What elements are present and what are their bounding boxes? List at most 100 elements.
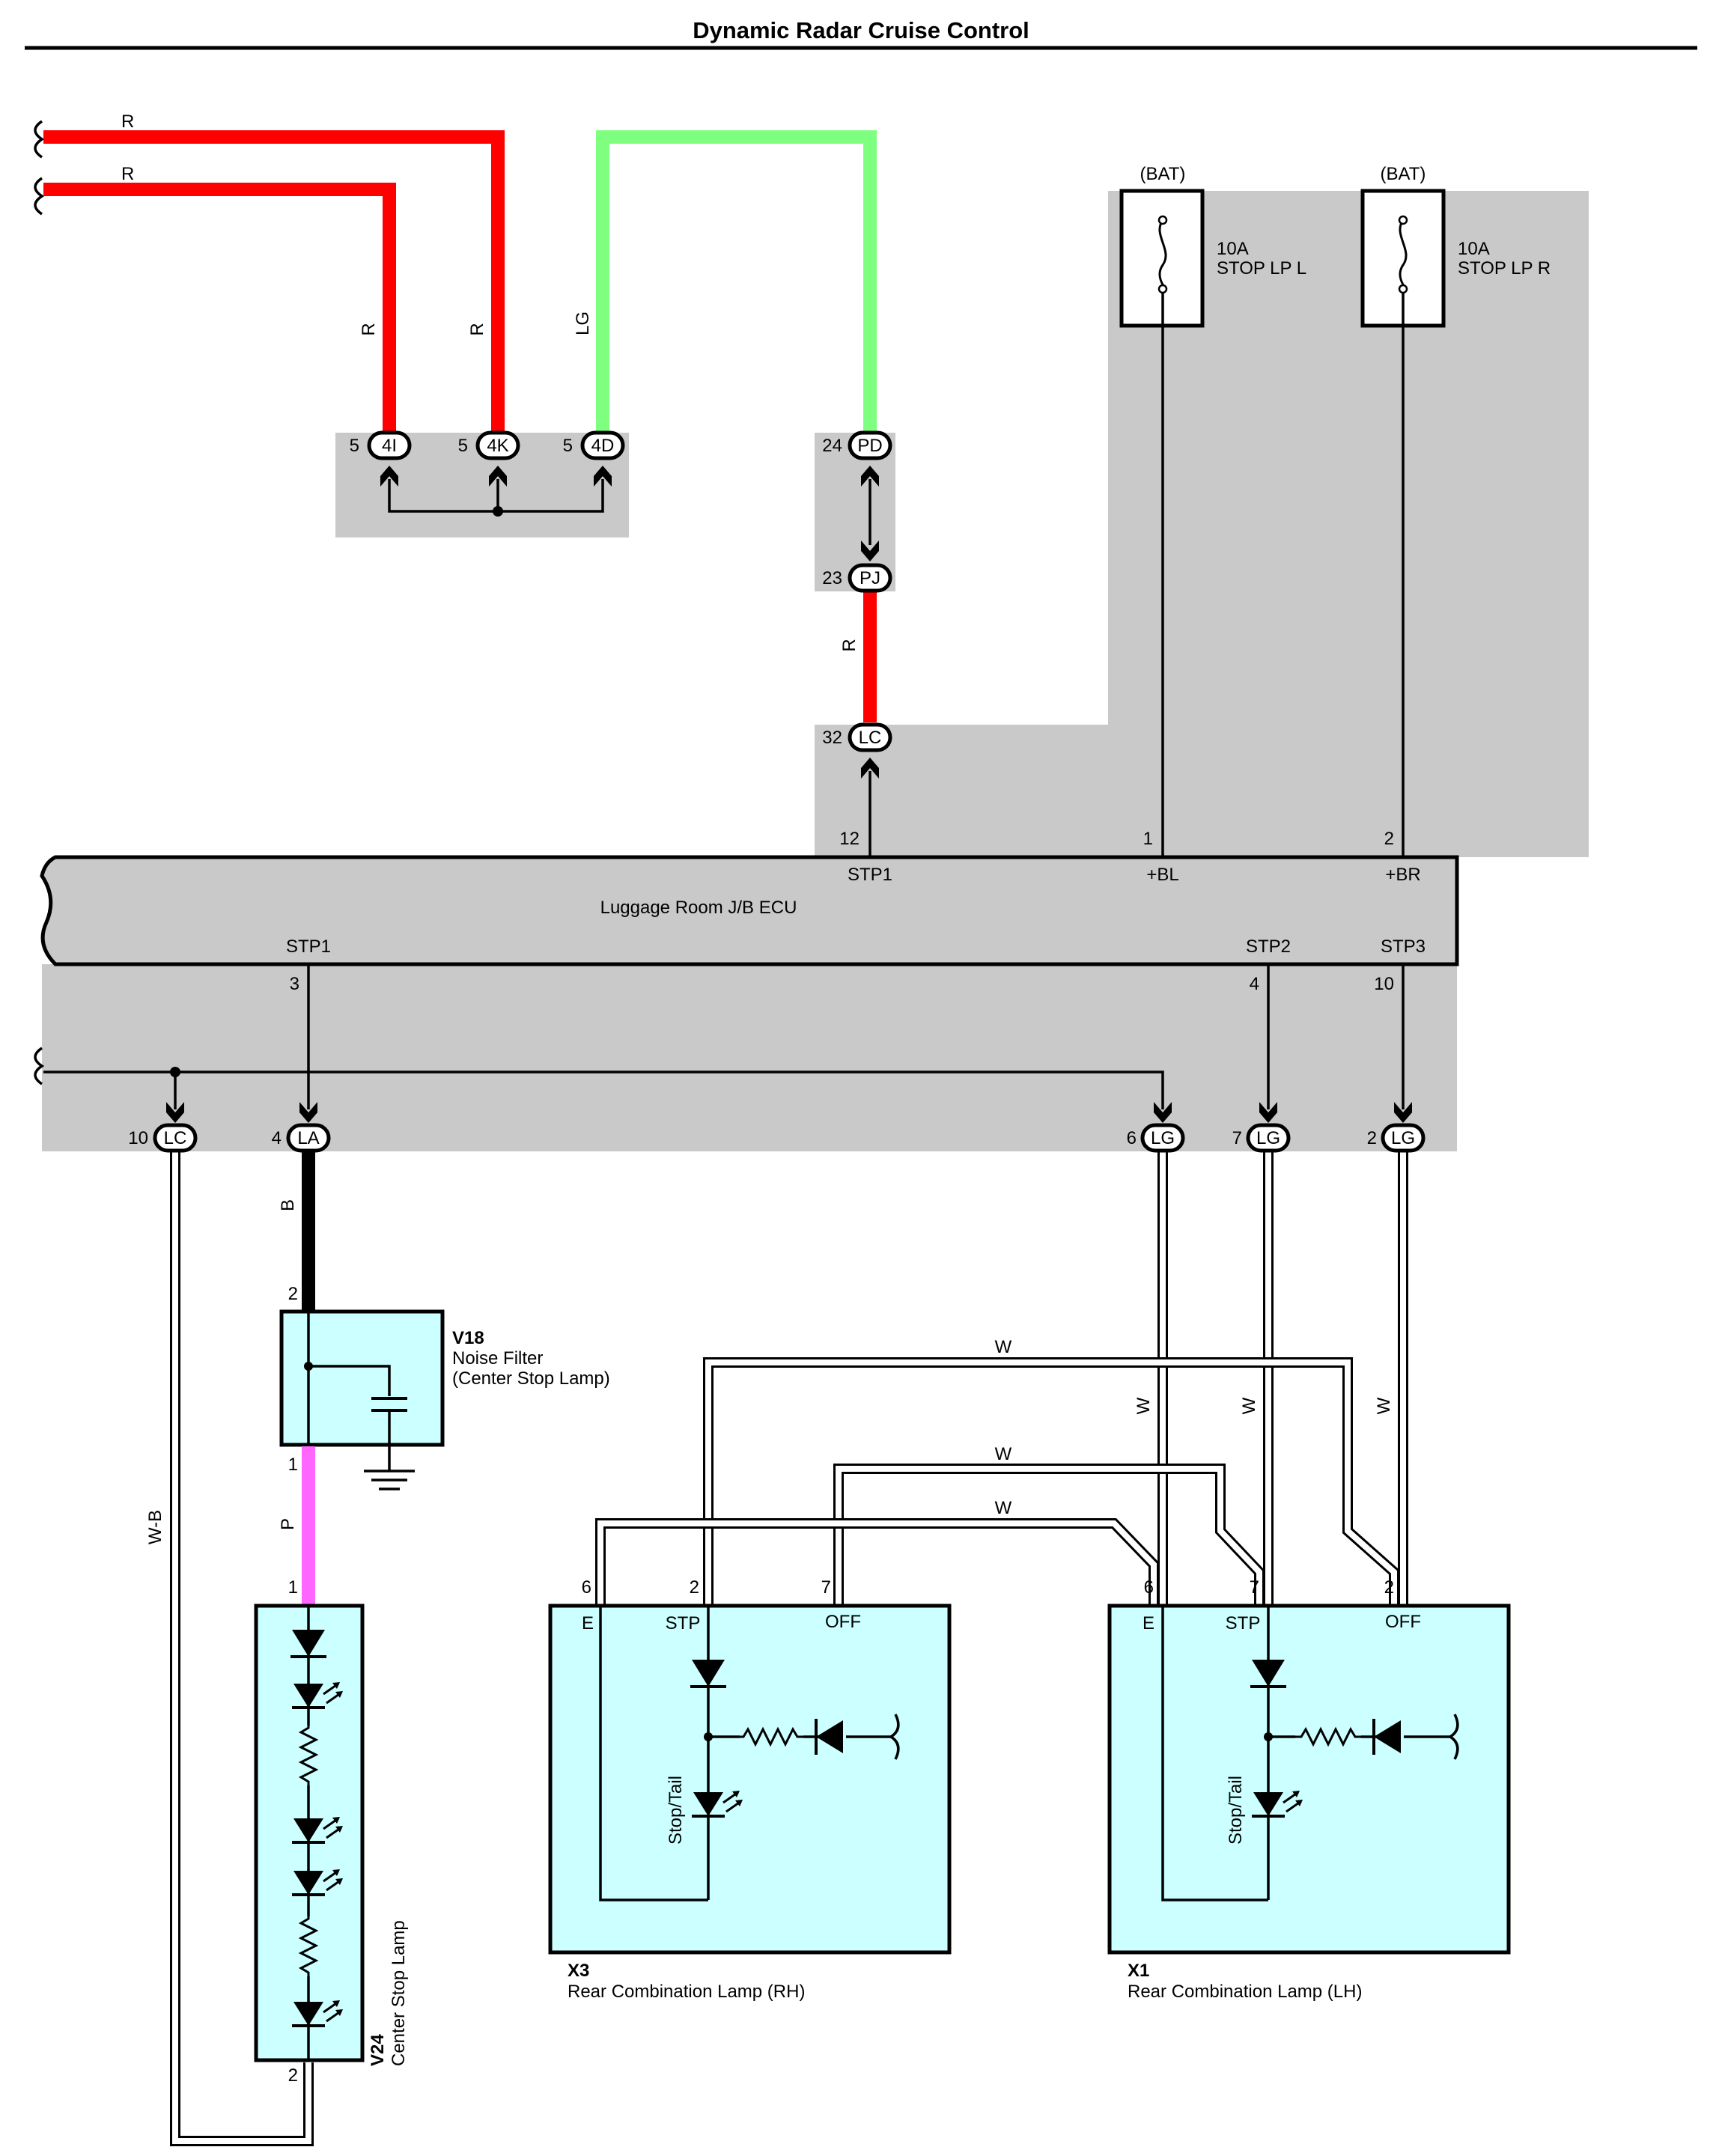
terminal-label: OFF bbox=[825, 1612, 861, 1632]
ecu-pin: 3 bbox=[290, 974, 299, 994]
connector-id: LC bbox=[164, 1128, 187, 1148]
connector-lc-top: LC 32 bbox=[822, 722, 892, 752]
wire-label: R bbox=[359, 323, 379, 335]
connector-id: PJ bbox=[860, 568, 880, 588]
wire-label: R bbox=[467, 323, 487, 335]
connector-4k: 4K 5 bbox=[458, 430, 520, 460]
ecu-pin: 10 bbox=[1374, 974, 1394, 994]
wire-label: R bbox=[121, 164, 134, 184]
connector-pin: 5 bbox=[350, 436, 359, 456]
ecu-pin: 12 bbox=[839, 829, 860, 849]
fuse-rating: 10A bbox=[1458, 239, 1490, 259]
wire-label: W bbox=[1374, 1397, 1394, 1414]
pin-label: 2 bbox=[690, 1577, 699, 1598]
connector-pj: PJ 23 bbox=[822, 563, 892, 593]
wire-break-mark bbox=[34, 1047, 45, 1085]
wire-break-mark bbox=[34, 120, 45, 159]
splice-point bbox=[493, 506, 503, 517]
connector-la: LA 4 bbox=[272, 1123, 331, 1153]
connector-pin: 24 bbox=[822, 436, 842, 456]
wire-label: W bbox=[995, 1337, 1012, 1357]
splice-point bbox=[170, 1067, 180, 1077]
wire-label: W bbox=[1239, 1397, 1259, 1414]
ecu-pin: 1 bbox=[1143, 829, 1153, 849]
connector-4i: 4I 5 bbox=[350, 430, 412, 460]
wire-label: W bbox=[995, 1498, 1012, 1518]
ecu-lower-shade bbox=[42, 964, 1457, 1151]
ecu-terminal: STP3 bbox=[1381, 937, 1426, 957]
wire-break-mark bbox=[34, 177, 45, 216]
connector-id: LA bbox=[297, 1128, 319, 1148]
component-code: X3 bbox=[568, 1961, 589, 1981]
pin-label: 1 bbox=[288, 1577, 298, 1598]
ecu-terminal: STP1 bbox=[848, 865, 892, 885]
wire-ground-bus bbox=[43, 1071, 1164, 1109]
terminal-label: STP bbox=[1226, 1613, 1261, 1633]
wire-label: W bbox=[995, 1444, 1012, 1464]
connector-pin: 4 bbox=[272, 1128, 282, 1148]
connector-id: LG bbox=[1391, 1128, 1415, 1148]
connector-4d: 4D 5 bbox=[563, 430, 625, 460]
fuse-source: (BAT) bbox=[1140, 164, 1186, 184]
component-name: Center Stop Lamp bbox=[389, 1920, 409, 2066]
terminal-label: OFF bbox=[1385, 1612, 1421, 1632]
connector-id: 4I bbox=[382, 436, 397, 456]
fuse-name: STOP LP R bbox=[1458, 258, 1551, 278]
component-code: V24 bbox=[368, 2034, 388, 2066]
x1-rear-combination-lamp-lh: 6 7 2 E STP OFF Stop/Tail X1 Rear Combin… bbox=[1107, 1577, 1511, 2002]
connector-pin: 5 bbox=[563, 436, 573, 456]
wire-r-to-4k bbox=[43, 130, 505, 442]
v24-center-stop-lamp: 1 2 V24 Center Stop Lamp bbox=[254, 1577, 409, 2086]
fuse-name: STOP LP L bbox=[1217, 258, 1306, 278]
pin-label: 7 bbox=[821, 1577, 831, 1598]
terminal-label: E bbox=[1143, 1613, 1154, 1633]
luggage-room-jb-ecu: Luggage Room J/B ECU 12 STP1 1 +BL 2 +BR… bbox=[40, 829, 1459, 966]
ecu-pin: 2 bbox=[1384, 829, 1394, 849]
component-sub: (Center Stop Lamp) bbox=[452, 1368, 610, 1389]
pin-label: 7 bbox=[1250, 1577, 1259, 1598]
connector-pin: 32 bbox=[822, 728, 842, 748]
bulb-label: Stop/Tail bbox=[666, 1776, 686, 1845]
connector-id: PD bbox=[857, 436, 882, 456]
connector-id: 4K bbox=[487, 436, 508, 456]
pin-label: 2 bbox=[288, 1284, 298, 1304]
connector-pin: 7 bbox=[1232, 1128, 1242, 1148]
component-code: X1 bbox=[1128, 1961, 1149, 1981]
component-name: Rear Combination Lamp (LH) bbox=[1128, 1982, 1362, 2002]
connector-id: LC bbox=[859, 728, 882, 748]
ecu-terminal: +BL bbox=[1146, 865, 1178, 885]
component-name: Rear Combination Lamp (RH) bbox=[568, 1982, 805, 2002]
connector-lg-2: LG 7 bbox=[1232, 1123, 1291, 1153]
terminal-label: STP bbox=[666, 1613, 701, 1633]
ecu-name: Luggage Room J/B ECU bbox=[600, 898, 797, 918]
pin-label: 2 bbox=[288, 2065, 298, 2086]
wire-label: R bbox=[121, 112, 134, 132]
connector-id: LG bbox=[1151, 1128, 1175, 1148]
wire-label: W-B bbox=[145, 1510, 165, 1544]
wire-wb bbox=[172, 1149, 311, 2144]
pin-label: 6 bbox=[582, 1577, 591, 1598]
pin-label: 2 bbox=[1384, 1577, 1394, 1598]
connector-pd: PD 24 bbox=[822, 430, 892, 460]
connector-pin: 5 bbox=[458, 436, 468, 456]
fuse-rating: 10A bbox=[1217, 239, 1249, 259]
wire-lg bbox=[596, 130, 877, 442]
wire-label: P bbox=[278, 1518, 298, 1530]
ecu-terminal: STP2 bbox=[1246, 937, 1291, 957]
connector-pin: 2 bbox=[1367, 1128, 1377, 1148]
connector-pin: 10 bbox=[128, 1128, 148, 1148]
w-wire-harness bbox=[595, 1149, 1408, 1606]
connector-id: 4D bbox=[591, 436, 615, 456]
wire-r-to-4i bbox=[43, 183, 396, 442]
component-code: V18 bbox=[452, 1328, 484, 1348]
diagram-title: Dynamic Radar Cruise Control bbox=[693, 17, 1029, 43]
wire-label: R bbox=[839, 639, 860, 651]
wire-label: W bbox=[1134, 1397, 1154, 1414]
connector-pin: 23 bbox=[822, 568, 842, 588]
ecu-terminal: +BR bbox=[1385, 865, 1420, 885]
connector-pin: 6 bbox=[1127, 1128, 1137, 1148]
ecu-pin: 4 bbox=[1250, 974, 1259, 994]
bulb-label: Stop/Tail bbox=[1226, 1776, 1246, 1845]
x3-rear-combination-lamp-rh: 6 2 7 E STP OFF Stop/Tail X3 Rear Combin… bbox=[548, 1577, 952, 2002]
